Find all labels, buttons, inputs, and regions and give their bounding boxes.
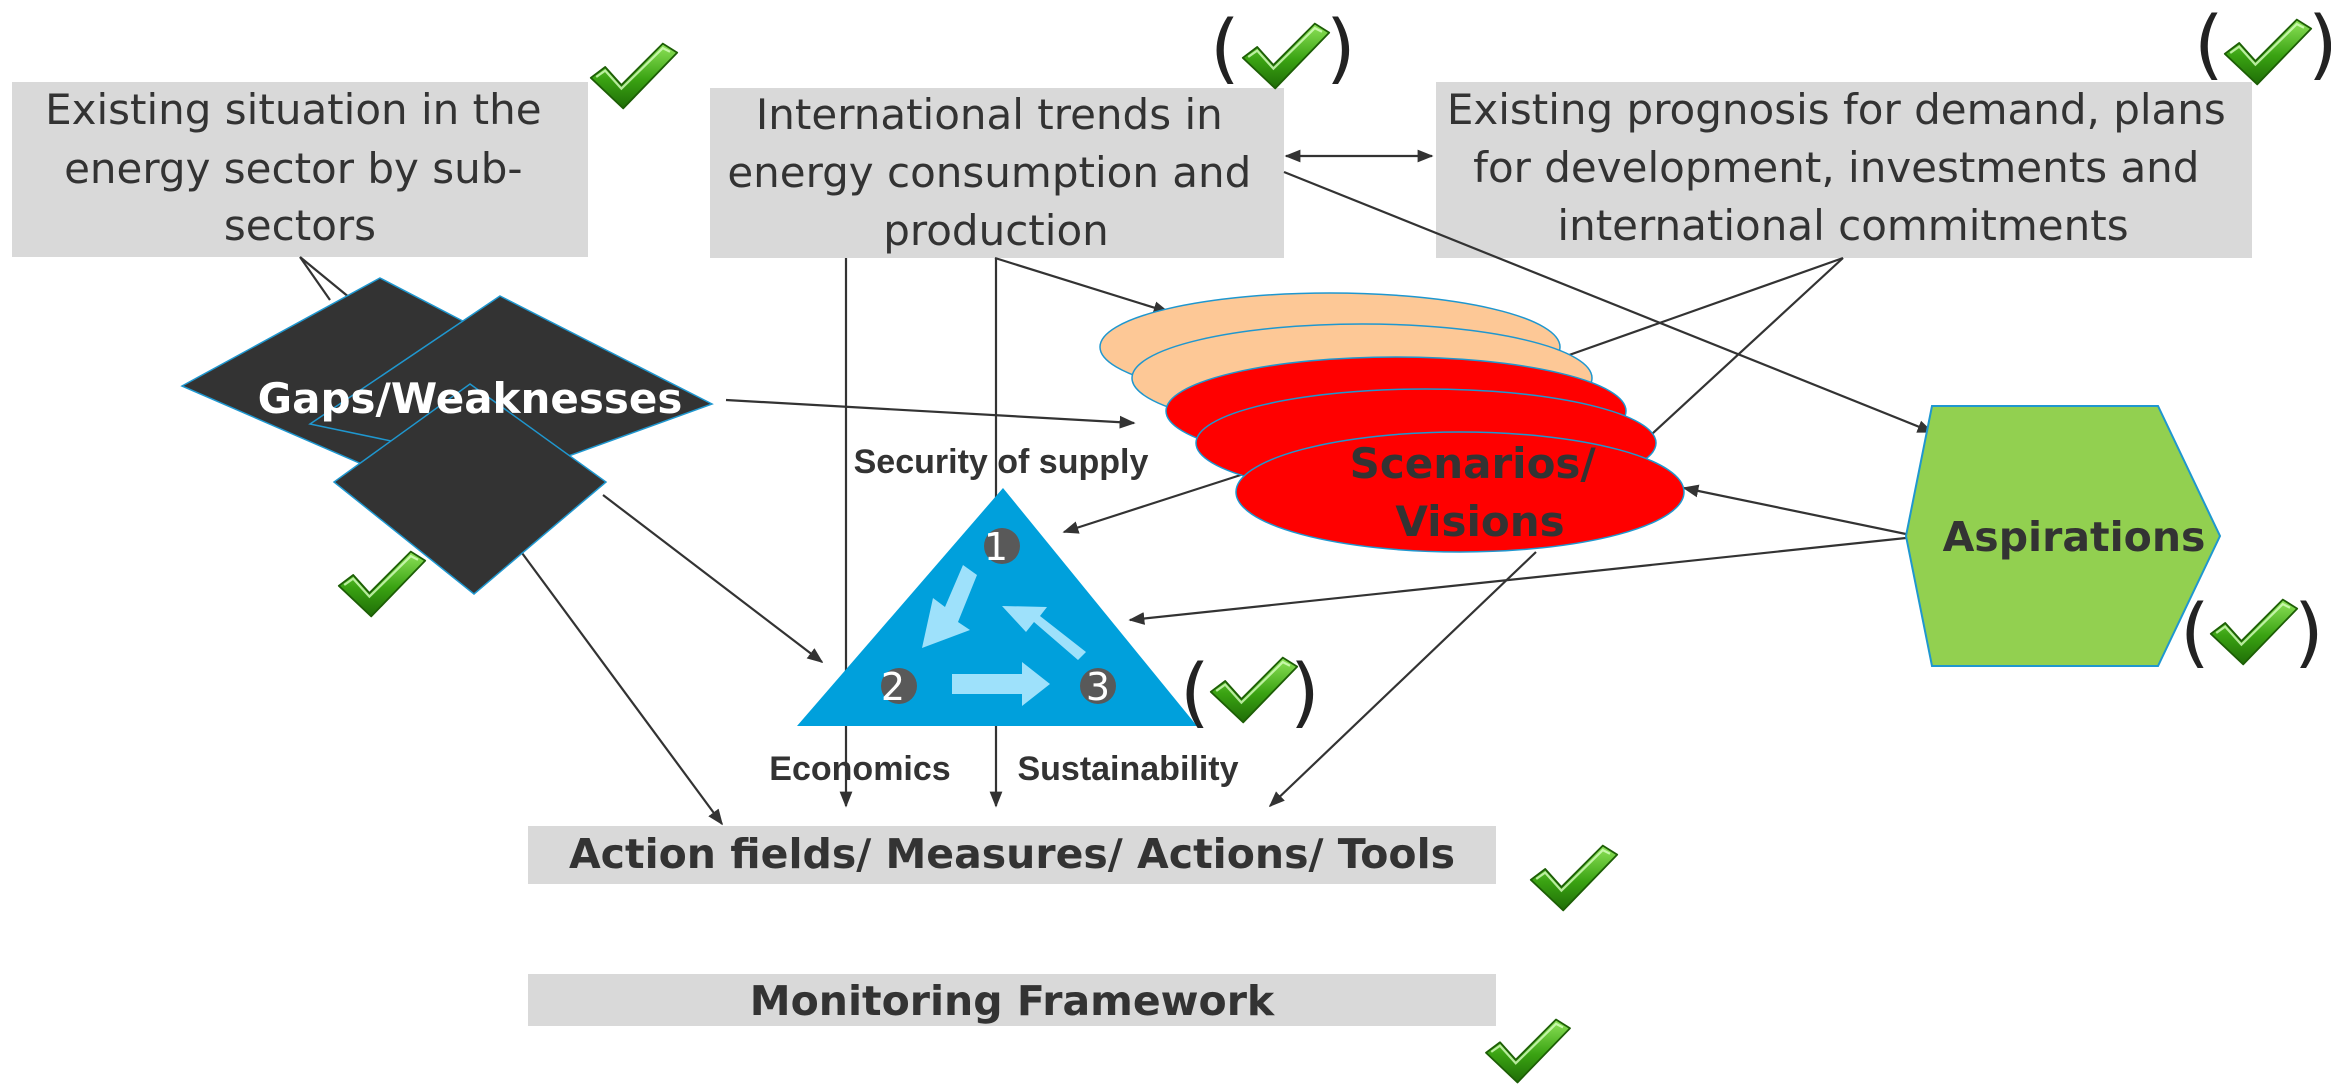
checkmarks: ( ) ( ) ( ) ( ): [337, 0, 2331, 1084]
international-trends-line-1: International trends in: [756, 90, 1223, 139]
connector-situation-to-gaps-a: [299, 256, 351, 299]
existing-prognosis-line-2: for development, investments and: [1473, 143, 2199, 192]
connector-scenarios-to-actions: [1268, 551, 1537, 808]
connector-trends-to-scenarios: [994, 256, 1170, 314]
svg-text:): ): [1326, 3, 1356, 92]
monitoring-framework-label: Monitoring Framework: [750, 977, 1276, 1025]
scenarios-visions-shape: Scenarios/ Visions: [1099, 292, 1685, 553]
check-icon-monitoring: [1484, 1018, 1572, 1084]
existing-prognosis-line-3: international commitments: [1557, 201, 2128, 250]
cycle-arrow-3-to-1: [1002, 606, 1086, 660]
check-icon-triangle: ( ): [1180, 647, 1320, 736]
cycle-arrow-1-to-2: [922, 565, 977, 648]
check-icon-gaps: [337, 550, 427, 618]
svg-text:1 2 3: 1 2 3: [881, 525, 1110, 709]
connector-aspirations-to-scenarios: [1682, 484, 1907, 536]
check-icon-existing-situation: [589, 42, 679, 110]
check-icon-aspirations: ( ): [2180, 587, 2324, 676]
connector-situation-to-gaps-b: [299, 256, 331, 301]
existing-situation-box: Existing situation in the energy sector …: [12, 82, 588, 257]
action-fields-bar: Action fields/ Measures/ Actions/ Tools: [528, 826, 1496, 884]
international-trends-box: International trends in energy consumpti…: [710, 88, 1284, 258]
svg-text:Scenarios/ Visions: Scenarios/ Visions: [1350, 439, 1611, 546]
economics-label: Economics: [769, 750, 950, 788]
triangle-node-1: [984, 528, 1020, 564]
svg-text:): ): [2308, 0, 2331, 88]
triangle-number-2: 2: [881, 665, 905, 709]
scenarios-label-line-1: Scenarios/: [1350, 439, 1597, 488]
existing-situation-line-1: Existing situation in the: [45, 85, 541, 134]
connector-aspirations-to-triangle: [1128, 536, 1907, 625]
triangle-number-3: 3: [1086, 665, 1110, 709]
security-of-supply-label: Security of supply: [854, 443, 1149, 481]
scenarios-label-line-2: Visions: [1395, 497, 1564, 546]
connector-gaps-to-scenarios: [725, 398, 1136, 429]
gaps-diamond-bottom: [332, 383, 608, 595]
svg-text:(: (: [1180, 647, 1210, 736]
aspirations-shape: Aspirations: [1904, 405, 2222, 667]
check-icon-international-trends: ( ): [1210, 3, 1356, 92]
connector-gaps-to-triangle: [602, 494, 824, 663]
international-trends-line-2: energy consumption and: [727, 148, 1251, 197]
existing-prognosis-line-1: Existing prognosis for demand, plans: [1447, 85, 2226, 134]
connector-scenarios-to-triangle: [1062, 470, 1251, 534]
svg-text:): ): [1290, 647, 1320, 736]
cycle-arrow-2-to-3: [952, 662, 1050, 706]
triangle-number-1: 1: [984, 525, 1008, 569]
aspirations-label: Aspirations: [1943, 513, 2206, 561]
gaps-weaknesses-label: Gaps/Weaknesses: [258, 374, 683, 423]
aspirations-hexagon: [1904, 405, 2222, 667]
connector-prognosis-to-scenarios-b: [1639, 257, 1844, 446]
svg-text:(: (: [1210, 3, 1240, 92]
svg-text:(: (: [2194, 0, 2224, 88]
svg-text:Existing situation in the: Existing situation in the energy sector …: [45, 85, 555, 250]
action-fields-label: Action fields/ Measures/ Actions/ Tools: [569, 830, 1455, 878]
existing-prognosis-box: Existing prognosis for demand, plans for…: [1436, 82, 2252, 258]
svg-text:International trends in: International trends in energy consumpti…: [727, 90, 1264, 255]
triangle-node-2: [881, 668, 917, 704]
international-trends-line-3: production: [883, 206, 1109, 255]
existing-situation-line-2: energy sector by sub-: [64, 144, 522, 193]
svg-text:(: (: [2180, 587, 2210, 676]
gaps-weaknesses-shape: Gaps/Weaknesses: [180, 277, 714, 595]
connector-trends-to-aspirations: [1283, 170, 1934, 434]
energy-triangle: 1 2 3 Security of supply Economics Susta…: [769, 443, 1238, 788]
svg-text:Existing prognosis for demand,: Existing prognosis for demand, plans for…: [1447, 85, 2239, 250]
triangle-shape: [797, 488, 1197, 726]
connector-gaps-to-actions: [521, 552, 723, 826]
check-icon-action-fields: [1529, 844, 1619, 912]
connector-prognosis-to-scenarios-a: [1554, 256, 1844, 362]
existing-situation-line-3: sectors: [224, 201, 376, 250]
sustainability-label: Sustainability: [1017, 750, 1238, 788]
triangle-node-3: [1080, 668, 1116, 704]
svg-text:): ): [2294, 587, 2324, 676]
scenario-ellipse-5: [1235, 431, 1685, 553]
monitoring-framework-bar: Monitoring Framework: [528, 974, 1496, 1026]
check-icon-existing-prognosis: ( ): [2194, 0, 2331, 88]
